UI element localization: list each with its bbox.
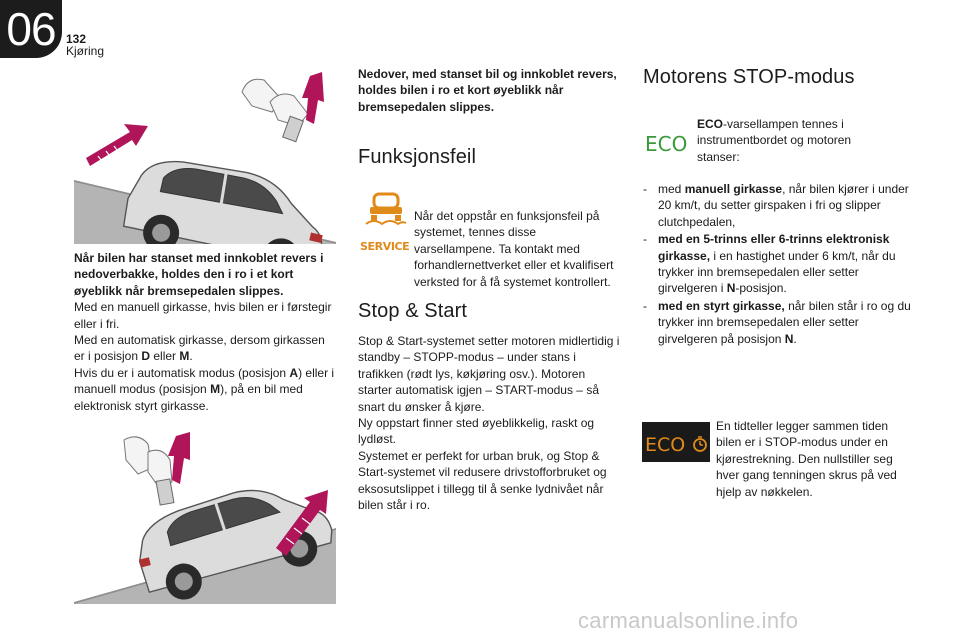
eco-green-icon: ECO (645, 132, 687, 156)
list-item: -med manuell girkasse, når bilen kjører … (643, 181, 911, 230)
text-span: Hvis du er i automatisk modus (posisjon (74, 365, 290, 380)
text-span: -posisjon. (735, 281, 787, 296)
car-body (138, 489, 333, 600)
text-bold: manuell girkasse (684, 182, 783, 196)
stop-start-paragraph-1: Stop & Start-systemet setter motoren mid… (358, 334, 620, 414)
stop-mode-conditions-list: -med manuell girkasse, når bilen kjører … (643, 181, 911, 348)
list-dash: - (643, 298, 647, 313)
pedal-icon (241, 72, 324, 143)
gear-m: M (179, 349, 190, 364)
pedal-icon (123, 432, 190, 506)
reverse-downhill-bold-paragraph: Nedover, med stanset bil og innkoblet re… (358, 67, 617, 114)
eco-icon: ECO (644, 130, 692, 156)
chapter-badge: 06 (0, 0, 62, 58)
stop-start-paragraph-3: Systemet er perfekt for urban bruk, og S… (358, 448, 607, 513)
list-dash: - (643, 232, 647, 247)
car-body (122, 160, 323, 244)
stop-start-text: Stop & Start-systemet setter motoren mid… (358, 333, 620, 513)
page-number: 132 (66, 32, 87, 46)
stop-start-paragraph-2: Ny oppstart finner sted øyeblikkelig, ra… (358, 416, 595, 447)
stop-start-heading: Stop & Start (358, 300, 468, 322)
stop-mode-heading: Motorens STOP-modus (643, 66, 855, 88)
chapter-title: Kjøring (66, 44, 105, 58)
manual-gearbox-paragraph: Med en manuell girkasse, hvis bilen er i… (74, 300, 332, 331)
text-span: . (189, 349, 193, 364)
electronic-gearbox-paragraph: Hvis du er i automatisk modus (posisjon … (74, 365, 338, 414)
eco-timer-icon: ECO (645, 434, 707, 456)
funksjonsfeil-text: Når det oppstår en funksjonsfeil på syst… (414, 209, 614, 289)
list-item: -med en styrt girkasse, når bilen står i… (643, 298, 911, 347)
eco-counter-icon: ECO (642, 422, 710, 462)
text-span: med (658, 182, 685, 196)
eco-bold: ECO (697, 117, 724, 131)
car-uphill-illustration (74, 72, 336, 244)
text-span: , når bilen kjører i under 20 km/t, du s… (658, 182, 909, 229)
text-bold: N (726, 281, 736, 296)
text-span: ), på en bil med elektronisk styrt girka… (74, 382, 303, 413)
eco-counter-text: ECO (645, 434, 685, 456)
text-span: eller (150, 349, 180, 364)
text-bold: med en styrt girkasse, (658, 298, 785, 313)
eco-counter-text-block: En tidteller legger sammen tiden bilen e… (716, 419, 897, 499)
text-bold: N (784, 331, 794, 346)
steering-warning-icon (362, 192, 408, 226)
steering-fault-icon (365, 192, 407, 226)
eco-description: -varsellampen tennes i instrumentbordet … (697, 117, 852, 164)
text-span: Med en automatisk girkasse, dersom girka… (74, 333, 325, 364)
text-span: i en hastighet under 6 km/t, når du tryk… (658, 248, 896, 296)
text-span: ) eller i manuell modus (posisjon (74, 365, 335, 397)
text-span: når bilen står i ro og du trykker inn br… (658, 298, 911, 346)
left-column-text: Når bilen har stanset med innkoblet reve… (74, 250, 338, 414)
gear-a: A (289, 365, 299, 380)
eco-text: ECO-varsellampen tennes i instrumentbord… (697, 116, 867, 165)
funksjonsfeil-heading: Funksjonsfeil (358, 146, 477, 168)
service-warning-icon: SERVICE (360, 240, 410, 253)
watermark: carmanualsonline.info (578, 608, 799, 633)
car-downhill-illustration (74, 430, 336, 604)
list-dash: - (643, 182, 647, 196)
reverse-arrow-icon (276, 490, 328, 556)
hill-hold-bold-paragraph: Når bilen har stanset med innkoblet reve… (74, 251, 324, 298)
eco-icon-text: ECO (645, 132, 687, 156)
reverse-arrow-icon (86, 124, 148, 166)
gear-m: M (210, 382, 221, 397)
car-uphill-drawing (74, 72, 336, 244)
gear-d: D (141, 349, 151, 364)
text-span: . (793, 331, 797, 346)
text-bold: med en 5-trinns eller 6-trinns elektroni… (658, 232, 890, 263)
car-downhill-drawing (74, 432, 336, 604)
list-item: -med en 5-trinns eller 6-trinns elektron… (643, 231, 911, 297)
automatic-gearbox-paragraph: Med en automatisk girkasse, dersom girka… (74, 332, 338, 365)
